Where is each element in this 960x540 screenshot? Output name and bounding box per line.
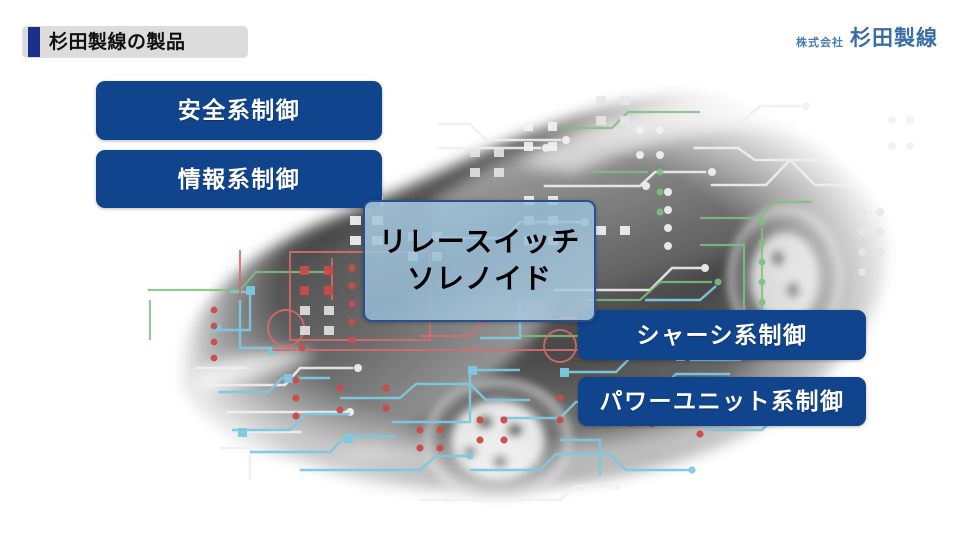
company-logo-prefix: 株式会社 — [796, 37, 844, 49]
company-logo-name: 杉田製線 — [850, 27, 938, 50]
category-chip-power-unit-label: パワーユニット系制御 — [599, 388, 845, 414]
product-highlight-line-1: リレースイッチ — [378, 226, 581, 258]
category-chip-information-label: 情報系制御 — [177, 165, 301, 192]
page-title-label: 杉田製線の製品 — [49, 31, 186, 53]
category-chip-safety-label: 安全系制御 — [177, 97, 301, 123]
company-logo: 株式会社 杉田製線 — [796, 22, 938, 52]
product-highlight-line-2: ソレノイド — [406, 263, 552, 294]
category-chip-chassis-label: シャーシ系制御 — [636, 321, 808, 348]
circuit-pads-green — [656, 168, 766, 322]
page-title: 杉田製線の製品 — [22, 26, 248, 58]
category-chip-safety[interactable]: 安全系制御 — [96, 81, 382, 140]
category-chip-power-unit[interactable]: パワーユニット系制御 — [578, 377, 866, 426]
title-accent-bar — [28, 27, 40, 57]
category-chip-chassis[interactable]: シャーシ系制御 — [578, 310, 866, 360]
category-chip-information[interactable]: 情報系制御 — [96, 150, 382, 208]
product-highlight-panel[interactable]: リレースイッチ ソレノイド — [363, 200, 596, 322]
